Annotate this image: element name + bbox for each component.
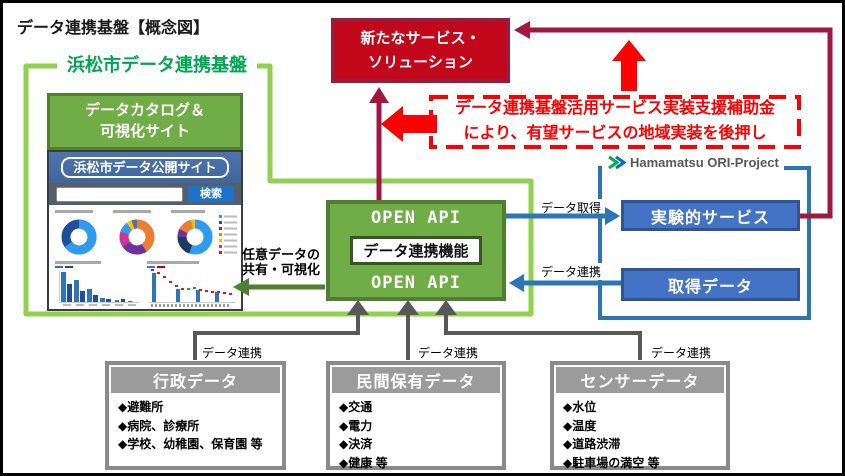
share-label-line1: 任意データの	[241, 247, 320, 262]
site-search-bar: 検索	[49, 183, 241, 205]
donut-chart-2	[119, 219, 155, 255]
site-title: 浜松市データ公開サイト	[61, 156, 229, 179]
mini-legend	[219, 215, 237, 254]
catalog-header-line1: データカタログ＆	[84, 102, 205, 120]
list-item: ◆健康 等	[339, 455, 388, 470]
list-item: ◆交通	[339, 400, 373, 414]
catalog-header: データカタログ＆ 可視化サイト	[47, 93, 243, 150]
list-item: ◆決済	[339, 437, 373, 452]
new-service-line1: 新たなサービス・	[360, 30, 481, 48]
open-api-top-label: OPEN API	[371, 208, 461, 228]
list-item: ◆学校、幼稚園、保育園 等	[118, 437, 263, 452]
acquired-data-box: 取得データ	[621, 268, 800, 301]
edge-label-data-acquire: データ取得	[539, 199, 604, 216]
experimental-service-box: 実験的サービス	[621, 200, 800, 231]
catalog-header-line2: 可視化サイト	[99, 122, 190, 140]
site-header-band: 浜松市データ公開サイト	[49, 152, 241, 183]
dashboard-thumbnail	[55, 210, 237, 307]
list-item: ◆水位	[563, 400, 597, 414]
source-box-government: 行政データ ◆避難所 ◆病院、診療所 ◆学校、幼稚園、保育園 等	[105, 361, 286, 470]
source-box-sensor-title: センサーデータ	[556, 367, 724, 393]
platform-label: 浜松市データ連携基盤	[57, 52, 257, 78]
open-data-site-thumbnail: 浜松市データ公開サイト 検索	[47, 150, 243, 311]
open-api-bottom-label: OPEN API	[371, 273, 461, 293]
page-title: データ連携基盤【概念図】	[17, 20, 210, 37]
data-linkage-function-box: データ連携機能	[350, 236, 482, 265]
ori-project-text: Hamamatsu ORI-Project	[630, 154, 779, 170]
open-api-box: OPEN API データ連携機能 OPEN API	[326, 200, 506, 301]
subsidy-line2: により、有望サービスの地域実装を後押し	[463, 125, 767, 142]
source-box-sensor: センサーデータ ◆水位 ◆温度 ◆道路渋滞 ◆駐車場の満空 等	[550, 361, 730, 470]
new-service-line2: ソリューション	[368, 53, 473, 71]
donut-chart-1	[61, 219, 97, 255]
donut-chart-3	[177, 219, 213, 255]
search-button[interactable]: 検索	[188, 186, 234, 202]
subsidy-note: データ連携基盤活用サービス実装支援補助金 により、有望サービスの地域実装を後押し	[429, 95, 801, 149]
edge-label-sensor: データ連携	[649, 344, 714, 361]
list-item: ◆駐車場の満空 等	[563, 455, 660, 470]
ori-project-label: Hamamatsu ORI-Project	[602, 152, 784, 172]
new-service-box: 新たなサービス・ ソリューション	[331, 18, 510, 83]
edge-label-share-visualize: 任意データの 共有・可視化	[239, 247, 323, 278]
list-item: ◆避難所	[118, 400, 164, 414]
mini-combo-chart	[147, 261, 235, 307]
mini-bar-chart	[55, 261, 139, 306]
edge-label-gov: データ連携	[200, 344, 265, 361]
red-up-block-arrow	[612, 40, 646, 91]
edge-label-private: データ連携	[416, 344, 481, 361]
list-item: ◆道路渋滞	[563, 437, 621, 452]
gray-up-arrowheads	[347, 300, 457, 315]
source-box-private-title: 民間保有データ	[332, 367, 500, 393]
subsidy-line1: データ連携基盤活用サービス実装支援補助金	[454, 100, 775, 118]
search-input[interactable]	[56, 186, 183, 202]
list-item: ◆温度	[563, 418, 597, 433]
list-item: ◆病院、診療所	[118, 418, 200, 433]
share-label-line2: 共有・可視化	[241, 262, 320, 278]
source-box-private: 民間保有データ ◆交通 ◆電力 ◆決済 ◆健康 等	[326, 361, 506, 470]
ori-project-icon	[608, 155, 626, 169]
list-item: ◆電力	[339, 418, 373, 433]
source-box-government-title: 行政データ	[111, 367, 280, 393]
edge-label-data-link: データ連携	[539, 263, 604, 280]
